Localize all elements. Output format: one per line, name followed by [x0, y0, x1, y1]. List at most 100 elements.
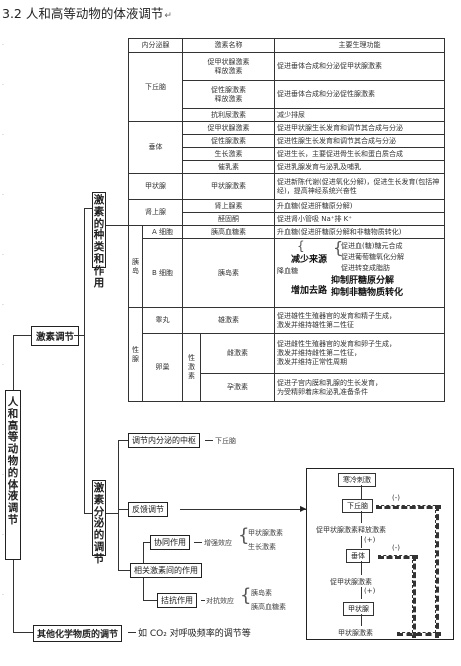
- estrogen-fn-1: 促进雌性生殖器官的发育和卵子生成，: [277, 340, 396, 348]
- function-gh: 促进生长，主要促进骨生长和蛋白质合成: [274, 147, 445, 161]
- hormone-trh-line1: 促甲状腺激素: [207, 57, 250, 66]
- lower-glucose-label: 降血糖: [277, 267, 298, 275]
- hormone-estrogen: 雌激素: [200, 333, 275, 374]
- flow-stimulus: 寒冷刺激: [338, 473, 376, 487]
- hormone-epinephrine: 肾上腺素: [182, 199, 275, 213]
- flow-minus-1: (-): [392, 494, 400, 502]
- gland-gonad: 性腺: [128, 307, 143, 402]
- flow-minus-2: (-): [392, 544, 400, 552]
- estrogen-fn-3: 激发并维持正常性周期: [277, 358, 347, 366]
- antagonism-effect: 对抗效应: [206, 597, 234, 605]
- regulation-center-label: 调节内分泌的中枢: [132, 436, 196, 445]
- hormone-progesterone: 孕激素: [200, 373, 275, 402]
- hormone-aldosterone: 醛固酮: [182, 212, 275, 226]
- hormone-gnrh-line2: 释放激素: [214, 94, 243, 103]
- feedback-regulation-box: 反馈调节: [128, 502, 168, 517]
- other-regulation-desc: 如 CO₂ 对呼吸频率的调节等: [138, 629, 251, 639]
- regulation-center-box: 调节内分泌的中枢: [128, 433, 200, 448]
- function-insulin: 降血糖 { 减少来源 增加去路 { 促进血(糖)糖元合成 促进葡萄糖氧化分解 促…: [274, 238, 445, 308]
- function-aldosterone: 促进肾小管吸 Na⁺排 K⁺: [274, 212, 445, 226]
- synergy-item-1: 甲状腺激素: [248, 529, 283, 537]
- synergy-box: 协同作用: [150, 535, 190, 550]
- flow-pituitary: 垂体: [346, 549, 370, 563]
- flow-hypothalamus: 下丘脑: [342, 499, 373, 513]
- function-gnrh: 促进垂体合成和分泌促性腺激素: [274, 80, 445, 109]
- function-tsh: 促进甲状腺生长发育和调节其合成与分泌: [274, 121, 445, 135]
- flow-plus-1: (+): [364, 536, 376, 544]
- hormone-trh-line2: 释放激素: [214, 66, 243, 75]
- hormone-gnrh-line1: 促性腺激素: [211, 85, 246, 94]
- progesterone-fn-2: 为受精卵着床和泌乳准备条件: [277, 387, 368, 396]
- islet-b-cell: B 细胞: [142, 238, 183, 308]
- hormone-gth: 促性腺激素: [182, 134, 275, 148]
- function-gth: 促进性腺生长发育和调节其合成与分泌: [274, 134, 445, 148]
- progesterone-fn-1: 促进子宫内膜和乳腺的生长发育，: [277, 378, 382, 387]
- root-topic-label: 人和高等动物的体液调节: [7, 396, 19, 526]
- reduce-source-label: 减少来源: [291, 255, 328, 265]
- function-th: 促进新陈代谢(促进氧化分解)，促进生长发育(包括神经)，提高神经系统兴奋性: [274, 173, 445, 200]
- sex-hormone: 性激素: [182, 333, 201, 402]
- feedback-regulation-label: 反馈调节: [132, 505, 164, 514]
- insulin-effect-1: 促进血(糖)糖元合成: [341, 242, 403, 250]
- synergy-item-2: 生长激素: [248, 543, 276, 551]
- hormone-interaction-box: 相关激素间的作用: [130, 563, 202, 578]
- insulin-effect-3: 促进转变成脂肪: [341, 264, 390, 272]
- gland-hypothalamus: 下丘脑: [128, 52, 183, 122]
- hormone-types-label: 激素的种类和作用: [93, 194, 105, 289]
- page-title: 3.2 人和高等动物的体液调节↵: [2, 6, 172, 21]
- gland-islet: 胰岛: [128, 225, 143, 308]
- gland-pituitary: 垂体: [128, 121, 183, 174]
- function-glucagon: 升血糖(促进肝糖原分解和非糖物质转化): [274, 225, 445, 239]
- hormone-insulin: 胰岛素: [182, 238, 275, 308]
- islet-a-cell: A 细胞: [142, 225, 183, 239]
- function-epinephrine: 升血糖(促进肝糖原分解): [274, 199, 445, 213]
- header-hormone: 激素名称: [182, 38, 275, 53]
- other-regulation-box: 其他化学物质的调节: [33, 625, 123, 642]
- function-trh: 促进垂体合成和分泌促甲状腺激素: [274, 52, 445, 81]
- estrogen-fn-2: 激发并维持雌性第二性征，: [277, 349, 361, 357]
- hormone-gh: 生长激素: [182, 147, 275, 161]
- inhibit-1: 抑制肝糖原分解: [331, 276, 395, 286]
- antagonism-item-2: 胰高血糖素: [251, 603, 286, 611]
- flow-plus-2: (+): [364, 587, 376, 595]
- hormone-interaction-label: 相关激素间的作用: [134, 566, 198, 575]
- gonad-testis: 睾丸: [142, 307, 183, 334]
- antagonism-label: 拮抗作用: [161, 596, 193, 605]
- hormone-glucagon: 胰高血糖素: [182, 225, 275, 239]
- insulin-effect-2: 促进葡萄糖氧化分解: [341, 253, 404, 261]
- flow-th: 甲状腺激素: [338, 629, 373, 637]
- increase-out-label: 增加去路: [291, 286, 328, 296]
- gland-adrenal: 肾上腺: [128, 199, 183, 226]
- hormone-regulation-label: 激素调节: [36, 332, 75, 343]
- flow-trh: 促甲状腺激素释放激素: [316, 526, 386, 534]
- hormone-table: 内分泌腺 激素名称 主要生理功能 下丘脑 促甲状腺激素释放激素 促进垂体合成和分…: [128, 38, 445, 402]
- androgen-fn-1: 促进雄性生殖器官的发育和精子生成，: [277, 311, 396, 320]
- inhibit-2: 抑制非糖物质转化: [331, 288, 404, 298]
- hormone-adh: 抗利尿激素: [182, 108, 275, 122]
- hormone-th: 甲状腺激素: [182, 173, 275, 200]
- hormone-androgen: 雄激素: [182, 307, 275, 334]
- hormone-prl: 催乳素: [182, 160, 275, 174]
- synergy-effect: 增强效应: [204, 539, 232, 547]
- flow-thyroid: 甲状腺: [343, 602, 374, 616]
- secretion-regulation-box: 激素分泌的调节: [92, 480, 106, 565]
- hormone-types-box: 激素的种类和作用: [92, 192, 106, 289]
- antagonism-box: 拮抗作用: [157, 593, 197, 608]
- androgen-fn-2: 激发并维持雄性第二性征: [277, 320, 354, 329]
- root-topic-box: 人和高等动物的体液调节: [5, 390, 21, 560]
- other-regulation-label: 其他化学物质的调节: [37, 630, 119, 640]
- header-gland: 内分泌腺: [128, 38, 183, 53]
- hormone-regulation-box: 激素调节: [31, 326, 80, 346]
- gonad-ovary: 卵巢: [142, 333, 183, 402]
- synergy-label: 协同作用: [154, 538, 186, 547]
- function-prl: 促进乳腺发育与泌乳及哺乳: [274, 160, 445, 174]
- header-function: 主要生理功能: [274, 38, 445, 53]
- regulation-center-target: 下丘脑: [215, 437, 236, 445]
- gland-thyroid: 甲状腺: [128, 173, 183, 200]
- secretion-regulation-label: 激素分泌的调节: [93, 482, 105, 565]
- function-adh: 减少排尿: [274, 108, 445, 122]
- feedback-flowchart: [306, 468, 454, 640]
- flow-tsh: 促甲状腺激素: [330, 578, 372, 586]
- hormone-tsh: 促甲状腺激素: [182, 121, 275, 135]
- antagonism-item-1: 胰岛素: [251, 589, 272, 597]
